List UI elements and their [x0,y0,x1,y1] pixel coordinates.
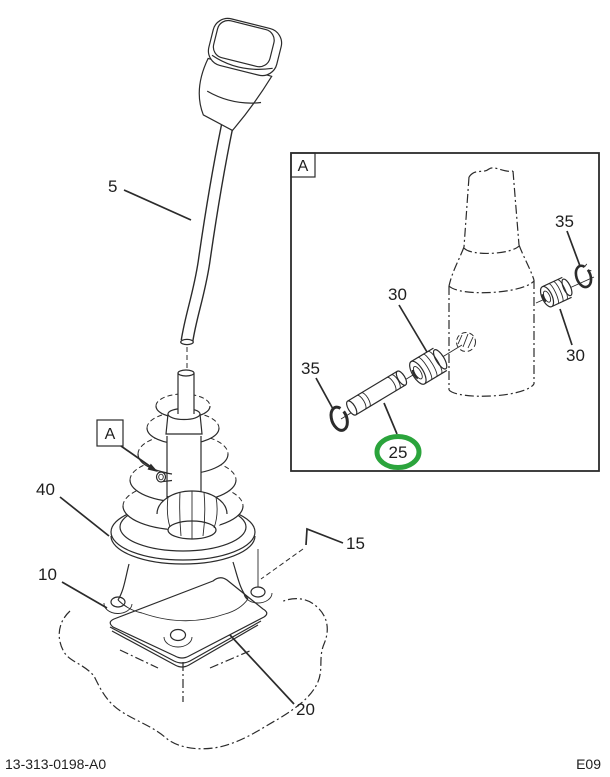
shift-lever [180,17,283,370]
callout-15-leader [305,527,344,546]
shift-tower-phantom [448,167,535,397]
detail-inset: A [290,152,600,472]
callout-30-left-label: 30 [388,285,407,304]
highlight-ellipse [374,434,422,470]
inset-marker-box [290,152,316,178]
main-callouts: 5 40 10 20 15 A [36,177,365,719]
boot-inner-insert [156,490,228,540]
plate-thickness-edge [109,620,262,664]
pivot-pin [346,370,408,416]
callout-20-leader [229,634,295,705]
bushing-left [409,347,448,385]
bolt-hole [169,628,187,642]
detail-marker-arrow-line [120,445,152,468]
callout-30-right-leader [559,308,573,346]
callout-10-leader [61,581,108,609]
snap-ring-left [329,405,349,432]
callout-25-leader [383,402,398,435]
callout-40-label: 40 [36,480,55,499]
inset-marker-label: A [298,158,309,175]
callout-35-right-label: 35 [555,212,574,231]
drawing-number: 13-313-0198-A0 [5,756,106,772]
lever-lower-column [165,369,203,512]
snap-ring-right [574,263,593,289]
callout-15-label: 15 [346,534,365,553]
gasket-edge [111,624,259,668]
detail-marker: A [96,419,158,472]
callout-35-left-leader [315,377,334,410]
callout-30-left-leader [398,304,428,353]
transmission-housing-outline [58,598,328,750]
boot-assembly [110,369,256,565]
callout-25-label: 25 [389,443,408,462]
sheet-code: E09 [576,756,601,772]
callout-5-leader [123,189,192,221]
shift-knob [198,17,283,132]
callout-10-label: 10 [38,565,57,584]
detail-marker-label: A [105,426,116,443]
bolt-hole [110,596,126,608]
callout-35-left-label: 35 [301,359,320,378]
inset-callouts: 30 35 35 30 25 [301,212,585,470]
callout-5-label: 5 [108,177,117,196]
bolt-hole [250,586,266,598]
mounting-plate [103,549,273,668]
callout-15-leader-dashed [260,548,304,580]
detail-marker-arrowhead [147,463,158,472]
callout-30-right-label: 30 [566,346,585,365]
callout-40-leader [59,496,110,537]
pin-bore [456,332,476,352]
callout-20-label: 20 [296,700,315,719]
detail-target-pin [155,471,173,483]
inset-border [290,152,600,472]
callout-35-right-leader [566,230,581,267]
bushing-right [539,276,573,308]
